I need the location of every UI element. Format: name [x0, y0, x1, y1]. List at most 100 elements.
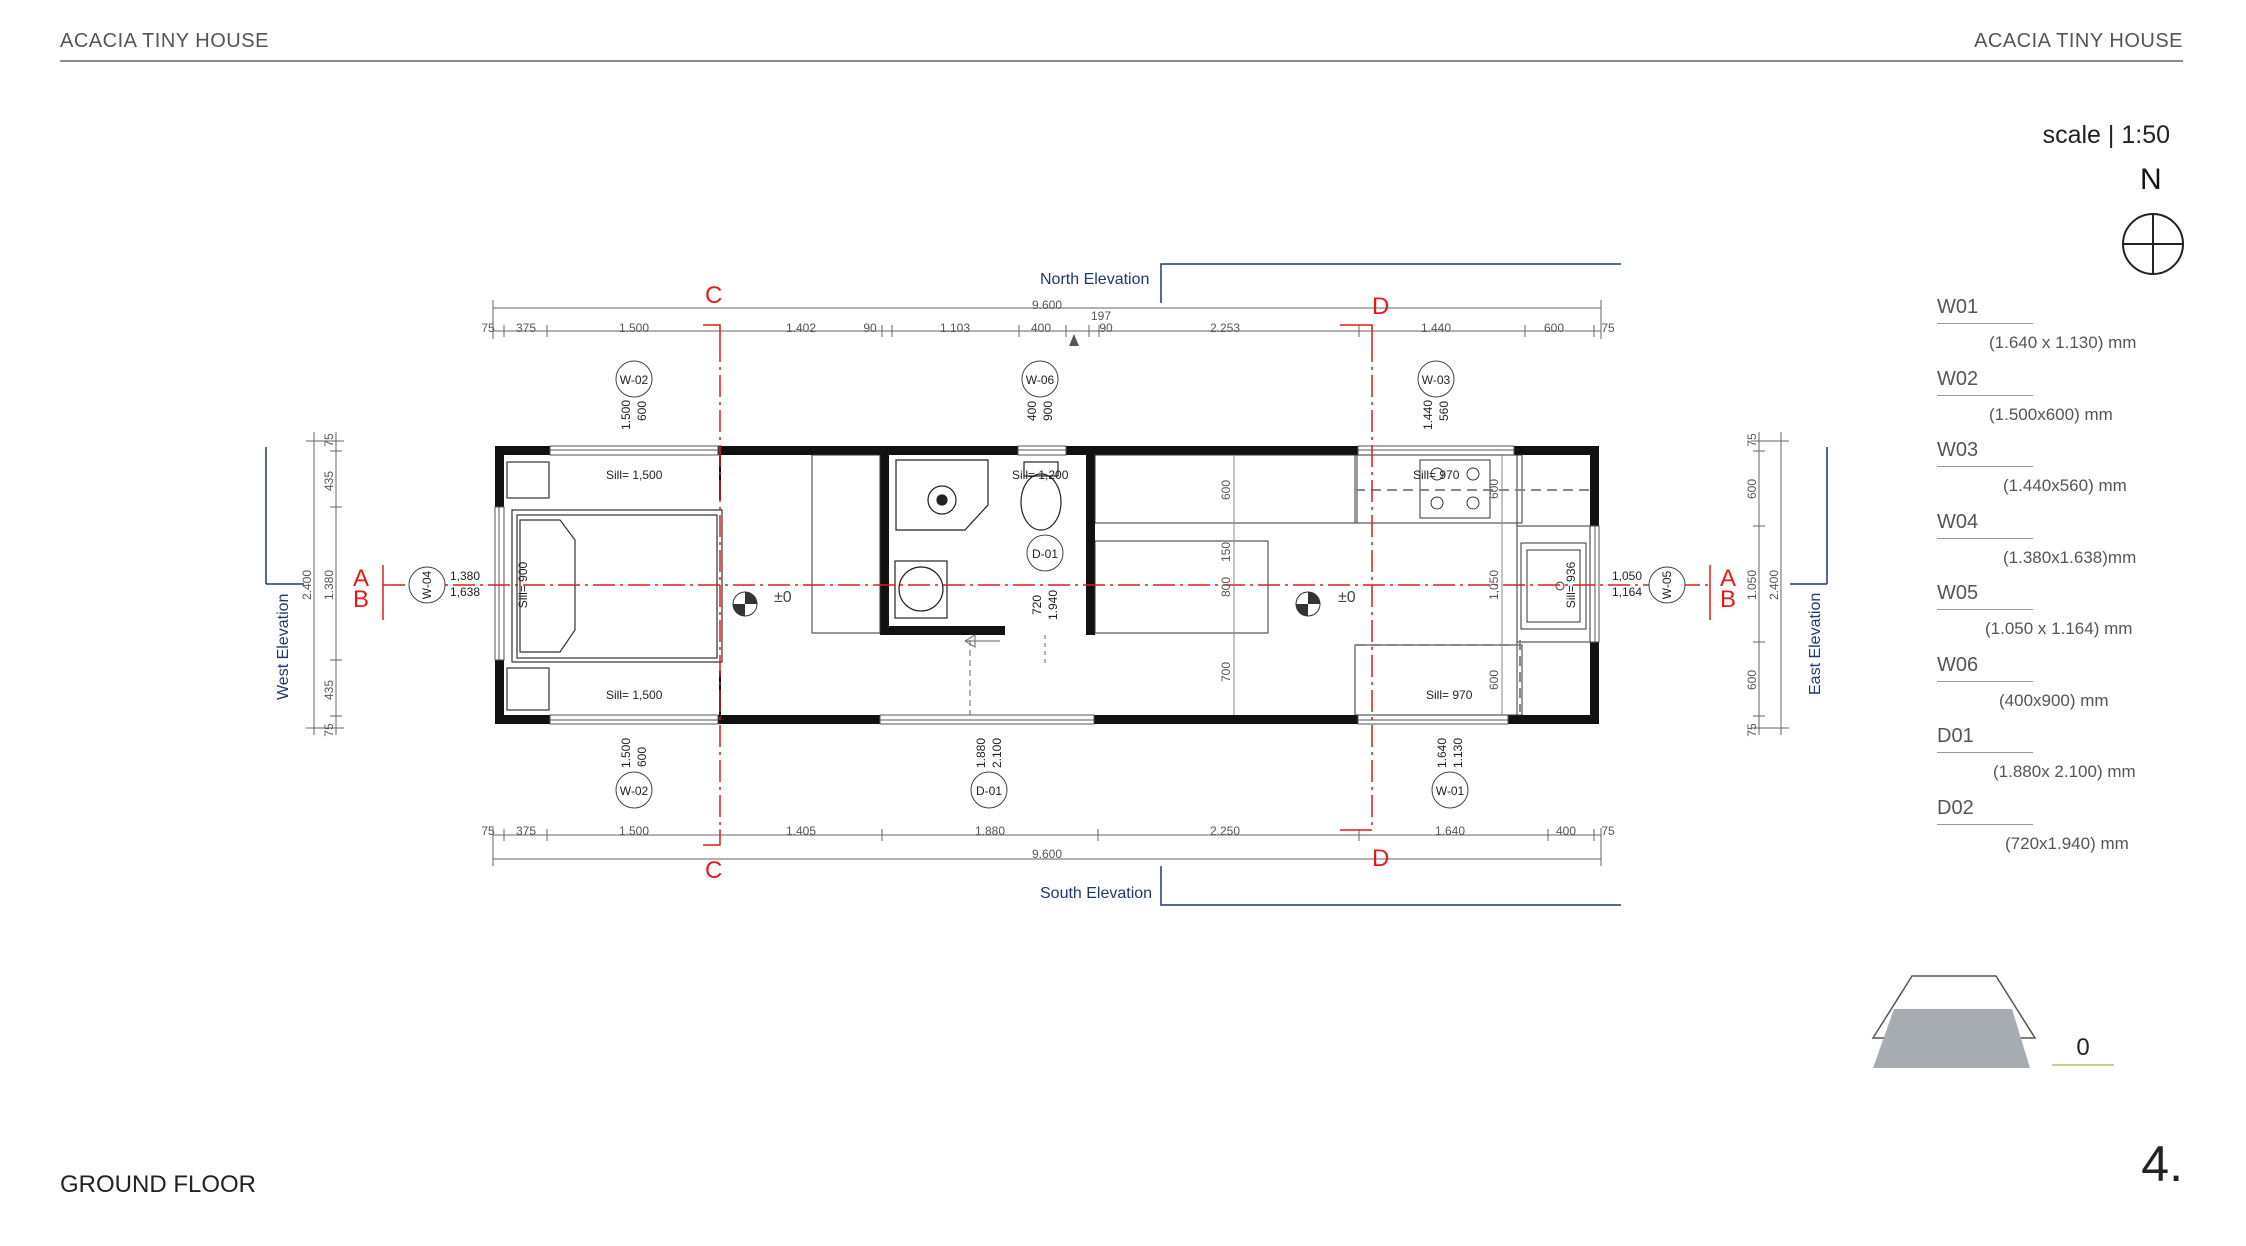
interior-dim: 150	[1219, 542, 1233, 562]
section-line-d	[1340, 324, 1373, 831]
section-marker-c-bottom: C	[705, 857, 722, 884]
top-overall-dim: 9.600	[1032, 298, 1062, 312]
bottom-dim: 75	[1601, 824, 1615, 838]
top-dim: 197	[1091, 309, 1111, 323]
schedule-item: W06 (400x900) mm	[1935, 654, 2165, 726]
tag-d01-bottom: D-01	[976, 784, 1002, 798]
level-marker-west-icon	[732, 591, 758, 617]
east-dim: 1.050	[1745, 570, 1759, 600]
entry-door	[964, 634, 1046, 715]
top-dimension-lines	[492, 300, 1602, 339]
section-marker-d-bottom: D	[1372, 845, 1389, 872]
schedule-code: W06	[1937, 654, 2033, 682]
north-compass-icon	[2122, 213, 2184, 275]
opening-dim: 1.130	[1451, 738, 1465, 768]
bottom-dim: 75	[481, 824, 495, 838]
top-dim: 1.402	[786, 321, 816, 335]
bottom-dim: 2.250	[1210, 824, 1240, 838]
opening-dim: 1.640	[1435, 738, 1449, 768]
east-dim: 75	[1745, 433, 1759, 447]
west-dim: 435	[322, 471, 336, 491]
interior-dim: 600	[1487, 479, 1501, 499]
schedule-code: W03	[1937, 439, 2033, 467]
sill-label: Sill= 936	[1564, 561, 1578, 608]
opening-dim: 1,638	[450, 585, 480, 599]
schedule-item: W01 (1.640 x 1.130) mm	[1935, 296, 2165, 368]
section-marker-c-top: C	[705, 282, 722, 309]
opening-dim: 900	[1041, 401, 1055, 421]
west-elevation-marker	[265, 447, 304, 585]
schedule-code: D01	[1937, 725, 2033, 753]
west-dimension-lines	[306, 432, 344, 735]
bottom-dim: 375	[516, 824, 536, 838]
washbasin	[894, 560, 948, 619]
north-elevation-label: North Elevation	[1040, 271, 1149, 288]
schedule-dims: (400x900) mm	[1999, 690, 2109, 710]
section-marker-a-west: A	[353, 565, 369, 592]
storage-cabinet	[811, 454, 881, 634]
opening-dim: 1,050	[1612, 569, 1642, 583]
opening-dim: 720	[1030, 595, 1044, 615]
schedule-dims: (1.440x560) mm	[2003, 476, 2127, 495]
opening-dim: 1.880	[974, 738, 988, 768]
schedule-item: W04 (1.380x1.638)mm	[1935, 511, 2165, 583]
level-value: 0	[2052, 1034, 2114, 1066]
east-dimension-lines	[1751, 432, 1789, 735]
top-dim: 1.103	[940, 321, 970, 335]
page-number: 4.	[2141, 1136, 2183, 1192]
schedule-dims: (720x1.940) mm	[2005, 833, 2129, 853]
top-dim: 75	[1601, 321, 1615, 335]
schedule-code: W02	[1937, 368, 2033, 396]
header-title-left: ACACIA TINY HOUSE	[60, 30, 269, 52]
top-dim: 2.253	[1210, 321, 1240, 335]
bottom-dim: 1.640	[1435, 824, 1465, 838]
sill-label: Sill= 1,500	[606, 688, 663, 702]
level-east: ±0	[1338, 589, 1356, 606]
header-title-right: ACACIA TINY HOUSE	[1974, 30, 2183, 52]
east-elevation-marker	[1790, 447, 1828, 585]
opening-schedule: W01 (1.640 x 1.130) mm W02 (1.500x600) m…	[1935, 296, 2165, 868]
interior-dimension-lines	[1233, 455, 1503, 715]
floor-title: GROUND FLOOR	[60, 1171, 257, 1198]
schedule-item: D01 (1.880x 2.100) mm	[1935, 725, 2165, 797]
section-marker-b-east: B	[1720, 586, 1736, 613]
schedule-dims: (1.380x1.638)mm	[2003, 547, 2137, 567]
schedule-item: D02 (720x1.940) mm	[1935, 797, 2165, 869]
tag-w05: W-05	[1660, 570, 1674, 599]
section-tick-marks	[382, 565, 1711, 620]
top-dim: 75	[481, 321, 495, 335]
schedule-code: W05	[1937, 582, 2033, 610]
bottom-overall-dim: 9.600	[1032, 847, 1062, 861]
schedule-dims: (1.050 x 1.164) mm	[1985, 619, 2133, 638]
sill-label: Sill= 970	[1426, 688, 1473, 702]
bottom-dimension-lines	[492, 828, 1602, 866]
bottom-dim: 400	[1556, 824, 1576, 838]
kitchen-sink	[1520, 542, 1587, 630]
opening-dim: 1,164	[1612, 585, 1642, 599]
top-dim: 400	[1031, 321, 1051, 335]
sill-label: Sill= 970	[1413, 468, 1460, 482]
tag-w06: W-06	[1026, 373, 1055, 387]
level-west: ±0	[774, 589, 792, 606]
schedule-item: W02 (1.500x600) mm	[1935, 368, 2165, 440]
west-overall-dim: 2.400	[300, 570, 314, 600]
interior-dim: 700	[1219, 662, 1233, 682]
opening-dim: 1.440	[1421, 400, 1435, 430]
west-dim: 1.380	[322, 570, 336, 600]
tag-circles	[408, 360, 1686, 809]
sill-label: Sill= 900	[516, 561, 530, 608]
shower	[895, 459, 989, 531]
tag-w03: W-03	[1422, 373, 1451, 387]
entry-arrow-icon	[1069, 334, 1079, 346]
tag-d01-inner: D-01	[1032, 547, 1058, 561]
opening-dim: 400	[1025, 401, 1039, 421]
opening-dim: 1,380	[450, 569, 480, 583]
tag-w04: W-04	[420, 570, 434, 599]
opening-dim: 560	[1437, 401, 1451, 421]
east-overall-dim: 2.400	[1767, 570, 1781, 600]
opening-dim: 1.940	[1046, 590, 1060, 620]
schedule-code: W04	[1937, 511, 2033, 539]
top-dim: 90	[1099, 321, 1113, 335]
toilet	[1020, 461, 1062, 531]
scale-label: scale | 1:50	[2042, 121, 2170, 149]
